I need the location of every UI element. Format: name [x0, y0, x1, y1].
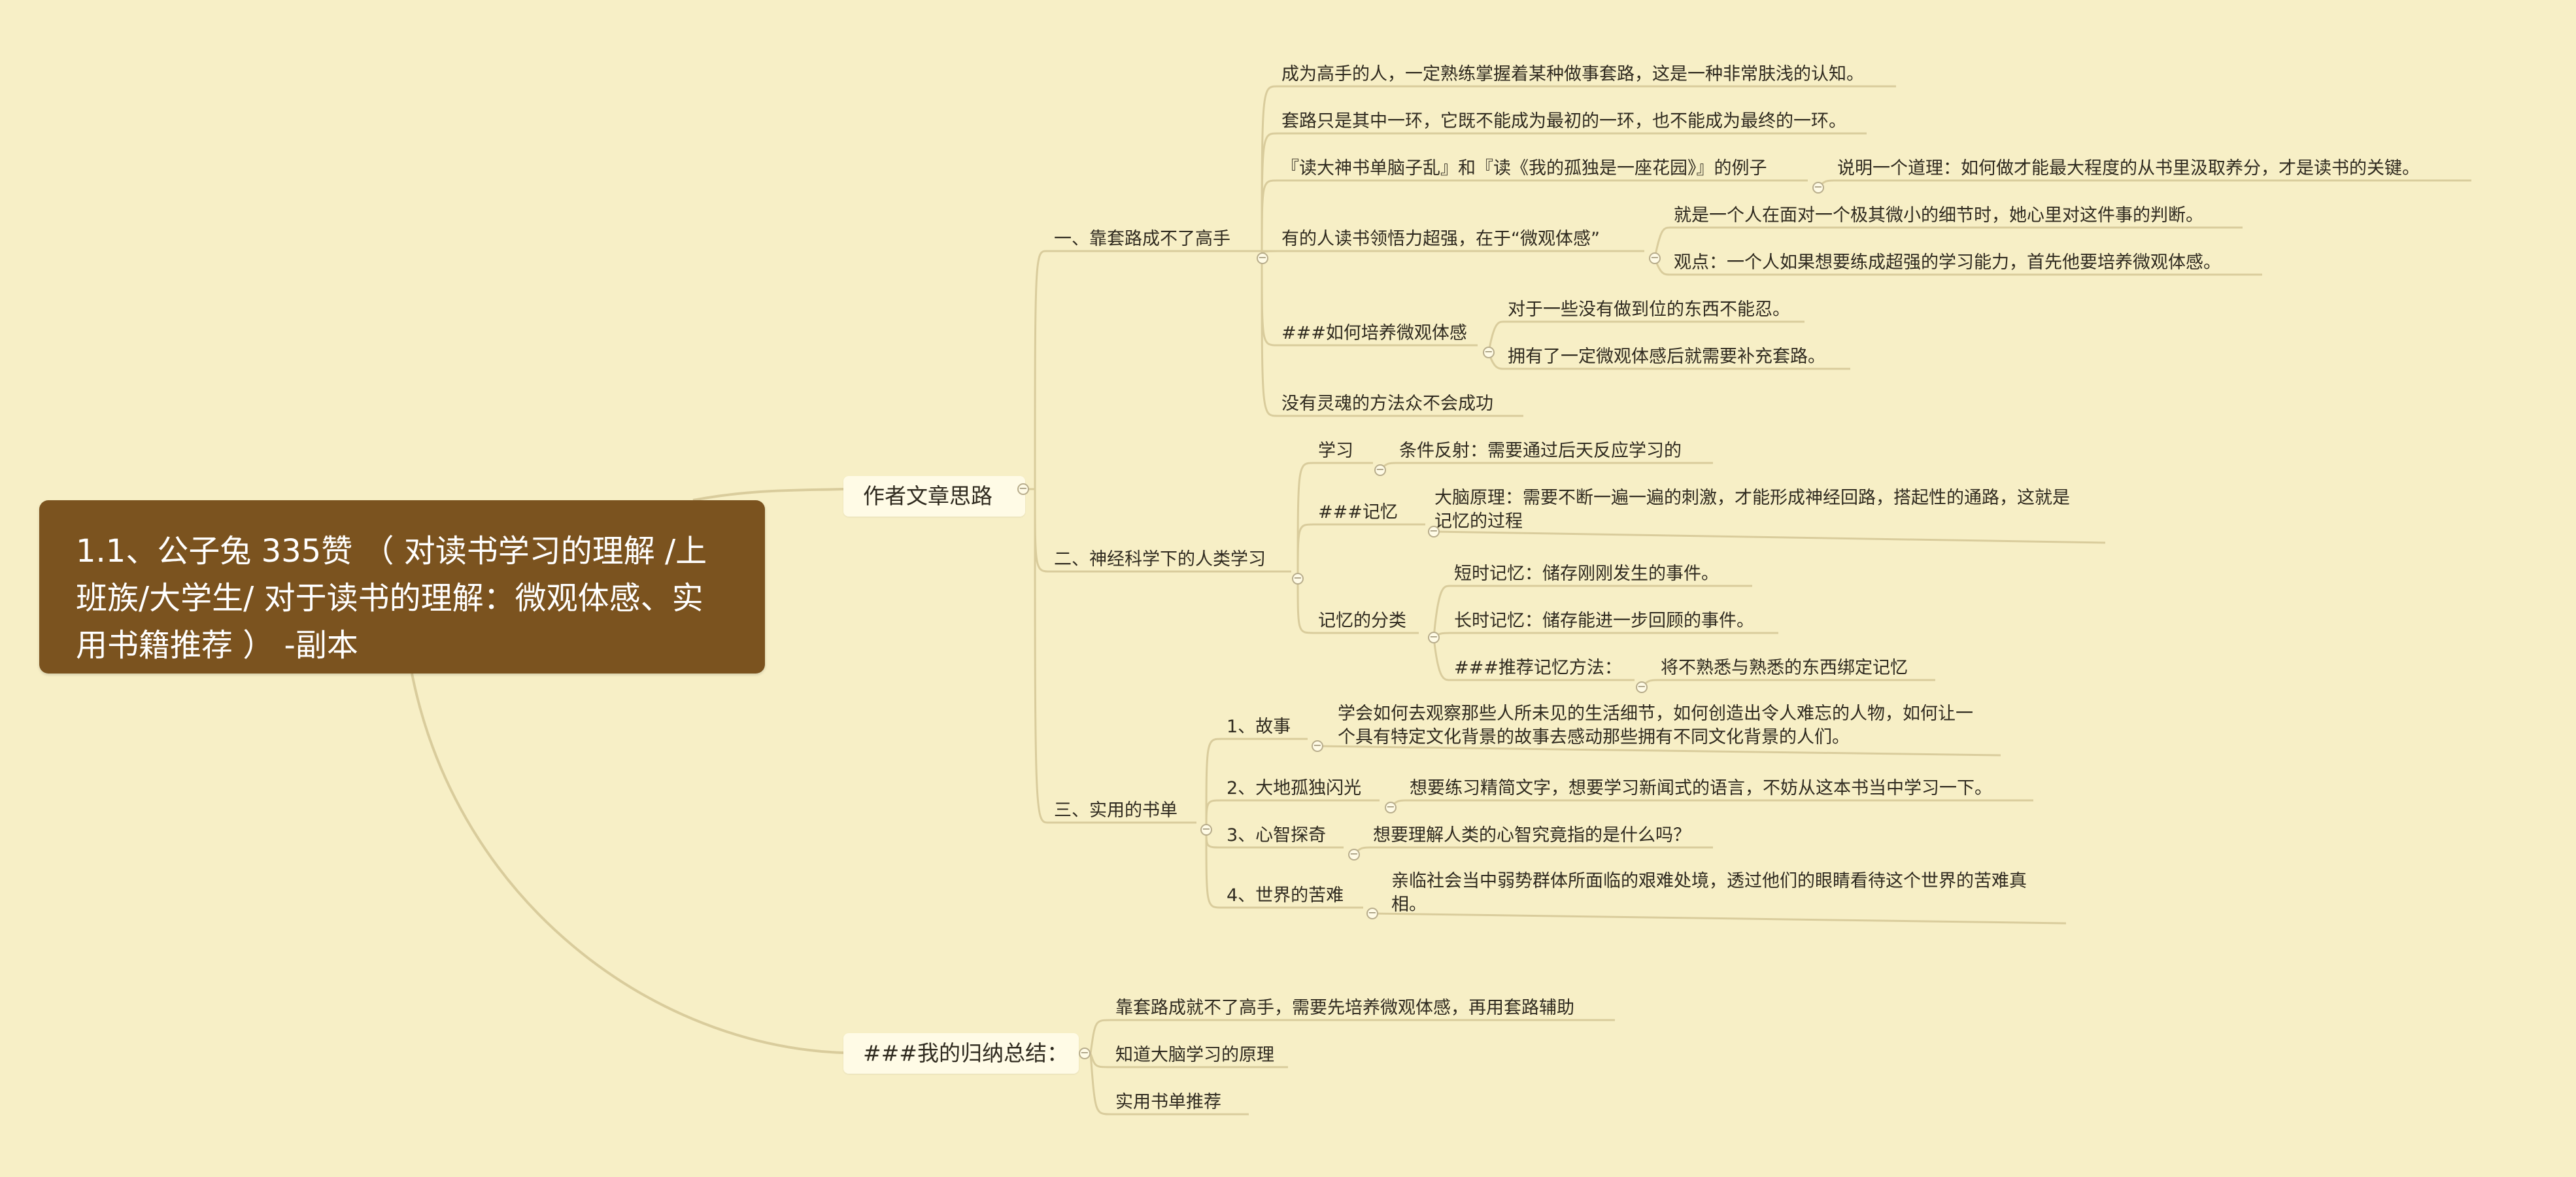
connector-line	[1034, 250, 1049, 490]
collapse-toggle-icon[interactable]: −	[1649, 252, 1661, 264]
collapse-toggle-icon[interactable]: −	[1483, 347, 1495, 358]
topic-s2-learning[interactable]: 学习	[1318, 441, 1353, 461]
topic-s2-memory[interactable]: ###记忆	[1318, 502, 1398, 522]
main-topic-my-summary[interactable]: ###我的归纳总结：	[843, 1033, 1079, 1074]
topic-s1-c5[interactable]: ###如何培养微观体感	[1281, 323, 1467, 343]
topic-summary-3[interactable]: 实用书单推荐	[1115, 1092, 1221, 1112]
connector-line	[1296, 462, 1314, 579]
connector-line	[1317, 745, 2001, 757]
collapse-toggle-icon[interactable]: −	[1385, 802, 1397, 813]
topic-s1-c5a[interactable]: 对于一些没有做到位的东西不能忍。	[1508, 299, 1790, 320]
collapse-toggle-icon[interactable]: −	[1079, 1048, 1091, 1059]
topic-s1-c4b[interactable]: 观点：一个人如果想要练成超强的学习能力，首先他要培养微观体感。	[1674, 252, 2221, 273]
connector-line	[1353, 846, 1713, 855]
connector-line	[1261, 132, 1278, 258]
connector-line	[1817, 179, 2471, 188]
topic-s2-method-a[interactable]: 将不熟悉与熟悉的东西绑定记忆	[1661, 658, 1908, 678]
connector-line	[1653, 226, 2243, 259]
collapse-toggle-icon[interactable]: −	[1017, 483, 1029, 495]
topic-s2-recommended-method[interactable]: ###推荐记忆方法：	[1454, 658, 1622, 678]
connector-line	[1432, 585, 1752, 638]
topic-s3-book-3[interactable]: 3、心智探奇	[1227, 825, 1327, 845]
collapse-toggle-icon[interactable]: −	[1374, 464, 1386, 476]
collapse-toggle-icon[interactable]: −	[1312, 740, 1323, 752]
connector-line	[1261, 179, 1278, 258]
connector-line	[411, 673, 844, 1054]
topic-s1-c4a[interactable]: 就是一个人在面对一个极其微小的细节时，她心里对这件事的判断。	[1674, 205, 2203, 226]
topic-s3-book-4[interactable]: 4、世界的苦难	[1227, 885, 1344, 906]
topic-s3-book-2-note[interactable]: 想要练习精简文字，想要学习新闻式的语言，不妨从这本书当中学习一下。	[1410, 778, 1992, 798]
topic-summary-1[interactable]: 靠套路成就不了高手，需要先培养微观体感，再用套路辅助	[1115, 998, 1574, 1018]
connector-line	[692, 488, 844, 502]
topic-s1-c4[interactable]: 有的人读书领悟力超强，在于“微观体感”	[1281, 229, 1600, 249]
topic-s1-c5b[interactable]: 拥有了一定微观体感后就需要补充套路。	[1508, 347, 1825, 367]
topic-s1-c2[interactable]: 套路只是其中一环，它既不能成为最初的一环，也不能成为最终的一环。	[1281, 111, 1846, 131]
topic-s2-short-term[interactable]: 短时记忆：储存刚刚发生的事件。	[1454, 564, 1719, 584]
connector-line	[1432, 632, 1778, 639]
connector-line	[1640, 679, 1935, 688]
connector-line	[1205, 829, 1223, 909]
topic-s1-c6[interactable]: 没有灵魂的方法众不会成功	[1281, 394, 1493, 414]
topic-s2-memory-types[interactable]: 记忆的分类	[1318, 611, 1406, 631]
topic-s2-memory-a[interactable]: 大脑原理：需要不断一遍一遍的刺激，才能形成神经回路，搭起性的通路，这就是记忆的过…	[1434, 488, 2070, 532]
root-topic[interactable]: 1.1、公子兔 335赞 （ 对读书学习的理解 /上班族/大学生/ 对于读书的理…	[39, 500, 765, 674]
connector-line	[1034, 488, 1049, 824]
connector-line	[1089, 1053, 1111, 1068]
connector-line	[1432, 637, 1635, 681]
connector-line	[1379, 462, 1713, 471]
topic-s2-learning-a[interactable]: 条件反射：需要通过后天反应学习的	[1399, 441, 1682, 461]
main-topic-author-thinking[interactable]: 作者文章思路	[843, 476, 1025, 517]
collapse-toggle-icon[interactable]: −	[1636, 681, 1648, 693]
topic-s3-book-1[interactable]: 1、故事	[1227, 717, 1291, 737]
collapse-toggle-icon[interactable]: −	[1292, 573, 1304, 585]
topic-s3-book-1-note[interactable]: 学会如何去观察那些人所未见的生活细节，如何创造出令人难忘的人物，如何让一个具有特…	[1338, 704, 1973, 747]
connector-line	[1089, 1019, 1111, 1054]
connector-line	[1261, 257, 1278, 347]
collapse-toggle-icon[interactable]: −	[1348, 849, 1360, 861]
connector-line	[1034, 488, 1049, 573]
collapse-toggle-icon[interactable]: −	[1257, 252, 1268, 264]
connector-line	[1296, 578, 1314, 634]
connector-line	[1261, 85, 1278, 258]
connector-line	[1487, 320, 1805, 353]
connector-line	[1261, 257, 1278, 417]
topic-summary-2[interactable]: 知道大脑学习的原理	[1115, 1045, 1274, 1065]
connector-line	[1372, 912, 2067, 925]
connector-line	[1205, 799, 1223, 830]
topic-section-3[interactable]: 三、实用的书单	[1054, 800, 1178, 821]
connector-line	[1089, 1053, 1111, 1116]
topic-s1-c3[interactable]: 『读大神书单脑子乱』和『读《我的孤独是一座花园》』的例子	[1281, 158, 1767, 179]
topic-section-1[interactable]: 一、靠套路成不了高手	[1054, 229, 1230, 249]
connector-line	[1205, 738, 1223, 830]
collapse-toggle-icon[interactable]: −	[1428, 632, 1440, 643]
connector-line	[1433, 530, 2106, 544]
topic-s3-book-3-note[interactable]: 想要理解人类的心智究竟指的是什么吗？	[1373, 825, 1691, 845]
topic-s3-book-4-note[interactable]: 亲临社会当中弱势群体所面临的艰难处境，透过他们的眼睛看待这个世界的苦难真相。	[1391, 871, 2027, 915]
topic-s1-c3a[interactable]: 说明一个道理：如何做才能最大程度的从书里汲取养分，才是读书的关键。	[1837, 158, 2420, 179]
collapse-toggle-icon[interactable]: −	[1812, 182, 1824, 194]
topic-s1-c1[interactable]: 成为高手的人，一定熟练掌握着某种做事套路，这是一种非常肤浅的认知。	[1281, 64, 1864, 84]
connector-line	[1296, 523, 1314, 579]
topic-section-2[interactable]: 二、神经科学下的人类学习	[1054, 549, 1266, 570]
topic-s2-long-term[interactable]: 长时记忆：储存能进一步回顾的事件。	[1454, 611, 1754, 631]
collapse-toggle-icon[interactable]: −	[1428, 526, 1440, 537]
connector-line	[1389, 799, 2033, 808]
collapse-toggle-icon[interactable]: −	[1366, 908, 1378, 919]
collapse-toggle-icon[interactable]: −	[1200, 824, 1212, 836]
topic-s3-book-2[interactable]: 2、大地孤独闪光	[1227, 778, 1362, 798]
